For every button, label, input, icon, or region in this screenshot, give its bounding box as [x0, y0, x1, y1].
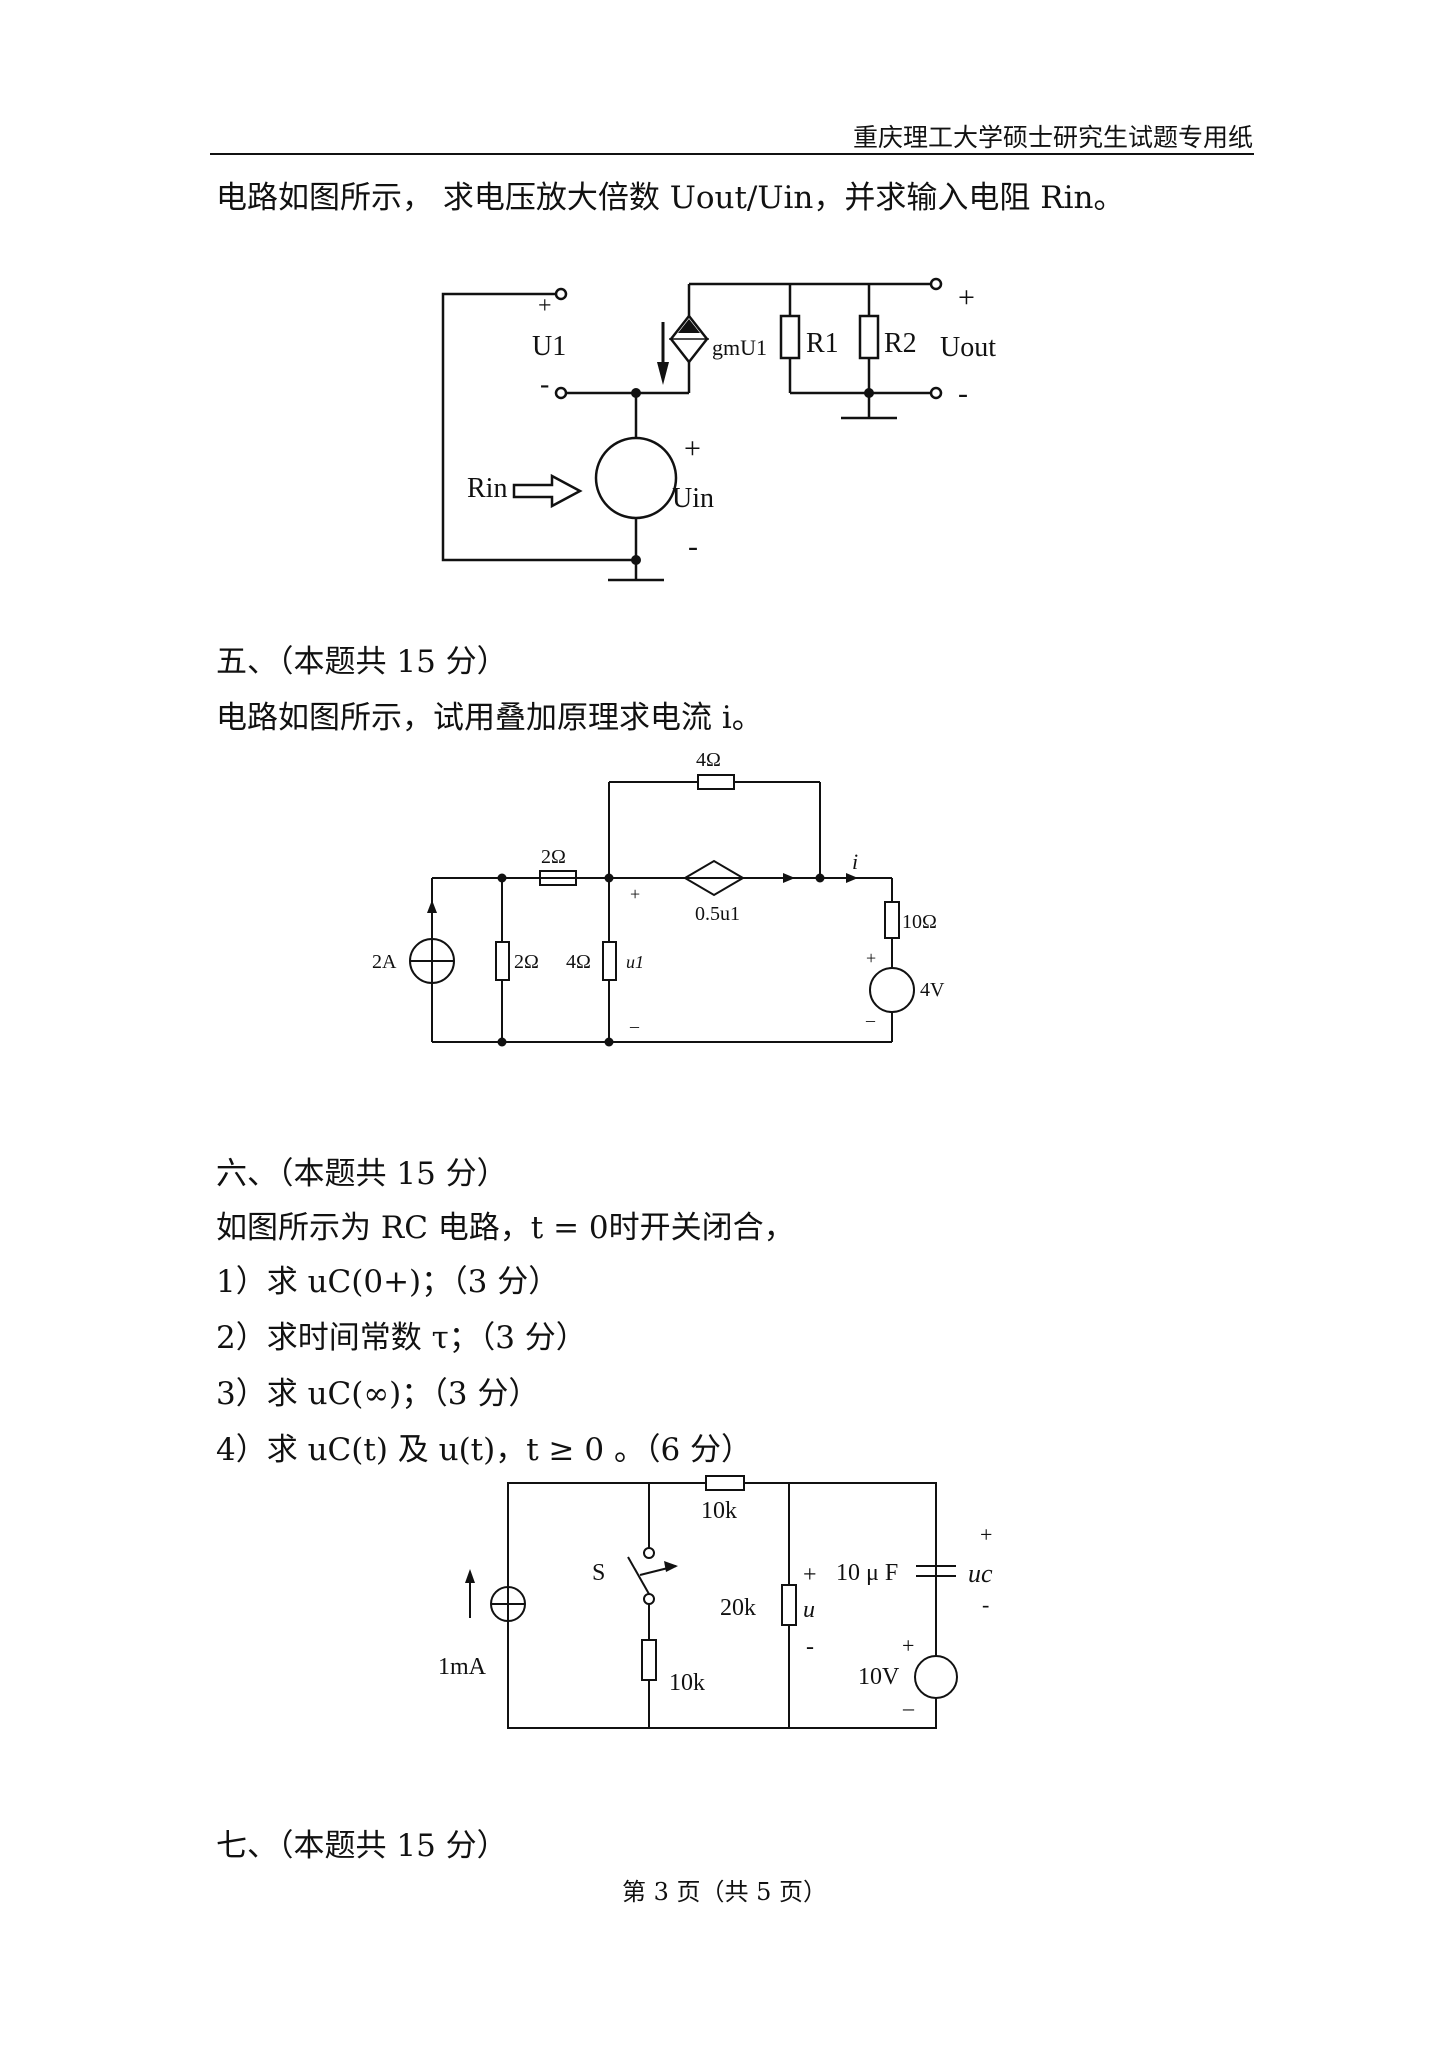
- q5-u1-minus: –: [629, 1016, 640, 1036]
- q5-dep-label: 0.5u1: [695, 903, 740, 925]
- q5-cs-label: 2A: [372, 951, 397, 973]
- q5-r-top-label: 4Ω: [696, 749, 721, 771]
- q6-item-4: 4）求 uC(t) 及 u(t)，t ≥ 0 。（6 分）: [216, 1432, 753, 1468]
- q4-r1-label: R1: [806, 328, 839, 359]
- q4-uout-plus: +: [958, 281, 975, 314]
- q6-vs-plus: +: [902, 1633, 914, 1658]
- q5-r-u1-label: 4Ω: [566, 951, 591, 973]
- q6-u-plus: +: [803, 1562, 817, 1588]
- q5-u1-plus: +: [630, 884, 640, 904]
- q6-cap-label: 10 μ F: [836, 1560, 898, 1586]
- q6-uc-minus: -: [982, 1592, 989, 1617]
- q6-heading: 六、（本题共 15 分）: [216, 1156, 508, 1192]
- q4-question-text: 电路如图所示， 求电压放大倍数 Uout/Uin，并求输入电阻 Rin。: [216, 180, 1125, 216]
- q5-u1-label: u1: [626, 952, 644, 972]
- q4-rin-label: Rin: [467, 473, 507, 504]
- q4-uin-label: Uin: [672, 483, 714, 514]
- q5-i-label: i: [852, 849, 858, 874]
- q4-uout-label: Uout: [940, 332, 996, 363]
- q4-u1-plus: +: [538, 293, 552, 319]
- q5-question-text: 电路如图所示，试用叠加原理求电流 i。: [216, 700, 763, 736]
- q6-cs-label: 1mA: [438, 1654, 487, 1680]
- header-rule: [210, 153, 1254, 155]
- q6-item-1: 1）求 uC(0+)；（3 分）: [216, 1264, 560, 1300]
- q6-item-2: 2）求时间常数 τ；（3 分）: [216, 1320, 587, 1356]
- q6-switch-label: S: [592, 1560, 605, 1586]
- q7-heading: 七、（本题共 15 分）: [216, 1828, 508, 1864]
- q4-u1-label: U1: [532, 331, 566, 362]
- q5-r-right-label: 10Ω: [902, 911, 937, 933]
- q6-r-switch-label: 10k: [669, 1670, 705, 1696]
- q4-uout-minus: -: [958, 377, 968, 410]
- q6-r-top-label: 10k: [701, 1498, 737, 1524]
- q6-item-3: 3）求 uC(∞)；（3 分）: [216, 1376, 540, 1412]
- q5-vs-plus: +: [866, 948, 876, 968]
- page-footer: 第 3 页（共 5 页）: [621, 1878, 828, 1906]
- q6-uc-plus: +: [980, 1522, 992, 1547]
- q4-uin-plus: +: [684, 432, 701, 465]
- q4-uin-minus: -: [688, 530, 698, 563]
- q5-vs-label: 4V: [920, 979, 945, 1001]
- q6-vs-label: 10V: [858, 1664, 900, 1690]
- q5-r-shunt-label: 2Ω: [514, 951, 539, 973]
- q6-r-mid-label: 20k: [720, 1595, 756, 1621]
- q5-r-series-label: 2Ω: [541, 846, 566, 868]
- q4-u1-minus: -: [540, 369, 549, 400]
- q4-r2-label: R2: [884, 328, 917, 359]
- q5-vs-minus: –: [865, 1010, 876, 1030]
- q4-dep-source-label: gmU1: [712, 335, 767, 360]
- q6-u-label: u: [803, 1597, 815, 1623]
- q6-vs-minus: –: [902, 1695, 915, 1720]
- q6-intro: 如图所示为 RC 电路，t = 0时开关闭合，: [216, 1210, 795, 1246]
- page-header-title: 重庆理工大学硕士研究生试题专用纸: [852, 123, 1253, 152]
- q5-heading: 五、（本题共 15 分）: [216, 644, 508, 680]
- q6-u-minus: -: [806, 1634, 814, 1660]
- q6-uc-label: uc: [968, 1559, 993, 1588]
